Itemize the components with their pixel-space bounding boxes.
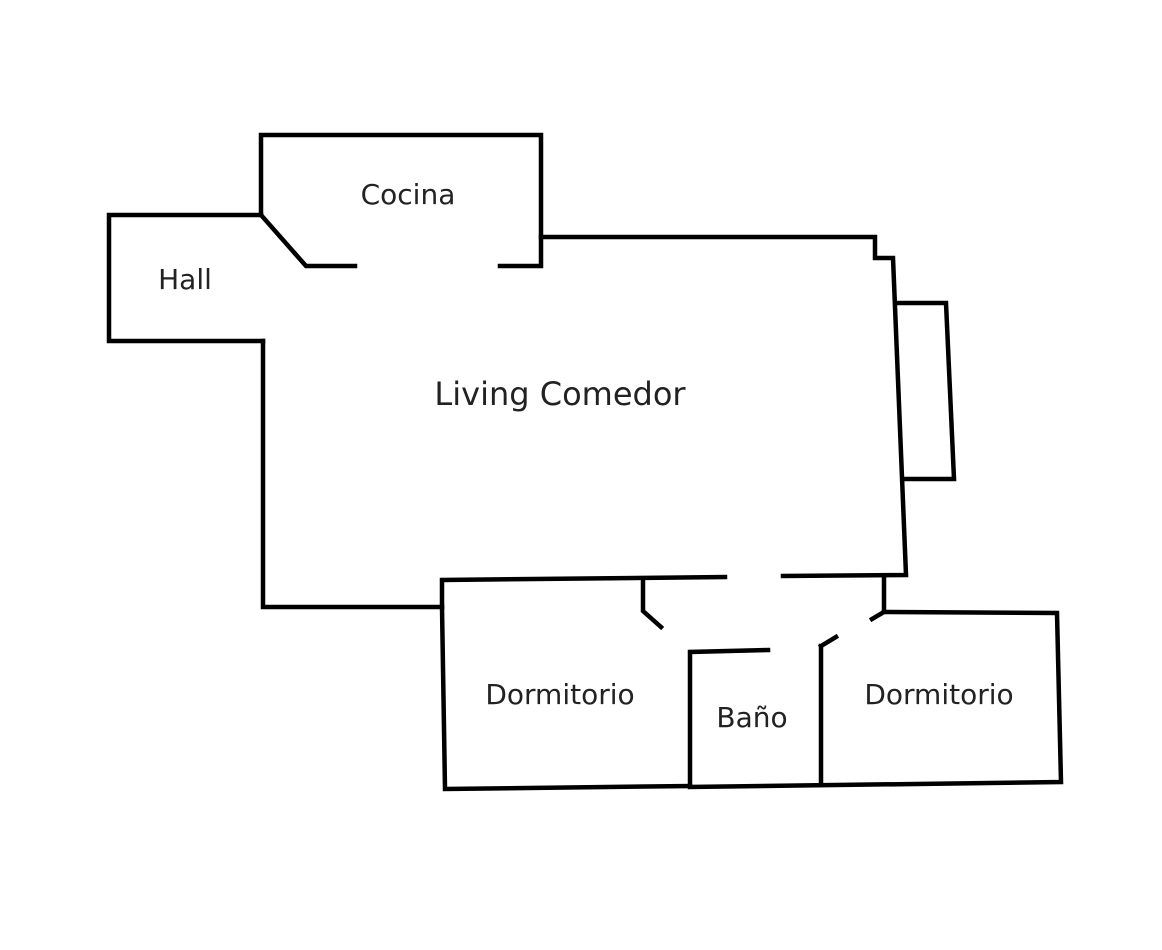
bedroom-left-door-leaf bbox=[640, 577, 665, 631]
bathroom-walls bbox=[687, 647, 771, 789]
bathroom-door-leaf bbox=[817, 633, 840, 650]
living-left-wall bbox=[260, 338, 445, 610]
kitchen-door-leaf bbox=[257, 211, 358, 269]
bedroom-right-walls bbox=[687, 609, 1064, 790]
bedroom-right-door-leaf bbox=[868, 574, 887, 623]
room-label-bedroom-left: Dormitorio bbox=[485, 678, 634, 711]
room-label-living: Living Comedor bbox=[434, 375, 686, 413]
kitchen-walls bbox=[258, 132, 544, 269]
living-bottom-wall bbox=[439, 574, 728, 610]
hall-walls bbox=[106, 212, 266, 344]
room-label-bedroom-right: Dormitorio bbox=[864, 678, 1013, 711]
bay-window bbox=[895, 300, 957, 482]
room-label-hall: Hall bbox=[158, 263, 212, 296]
bedroom-left-walls bbox=[439, 604, 693, 792]
room-label-kitchen: Cocina bbox=[361, 178, 456, 211]
room-label-bathroom: Baño bbox=[716, 701, 787, 734]
